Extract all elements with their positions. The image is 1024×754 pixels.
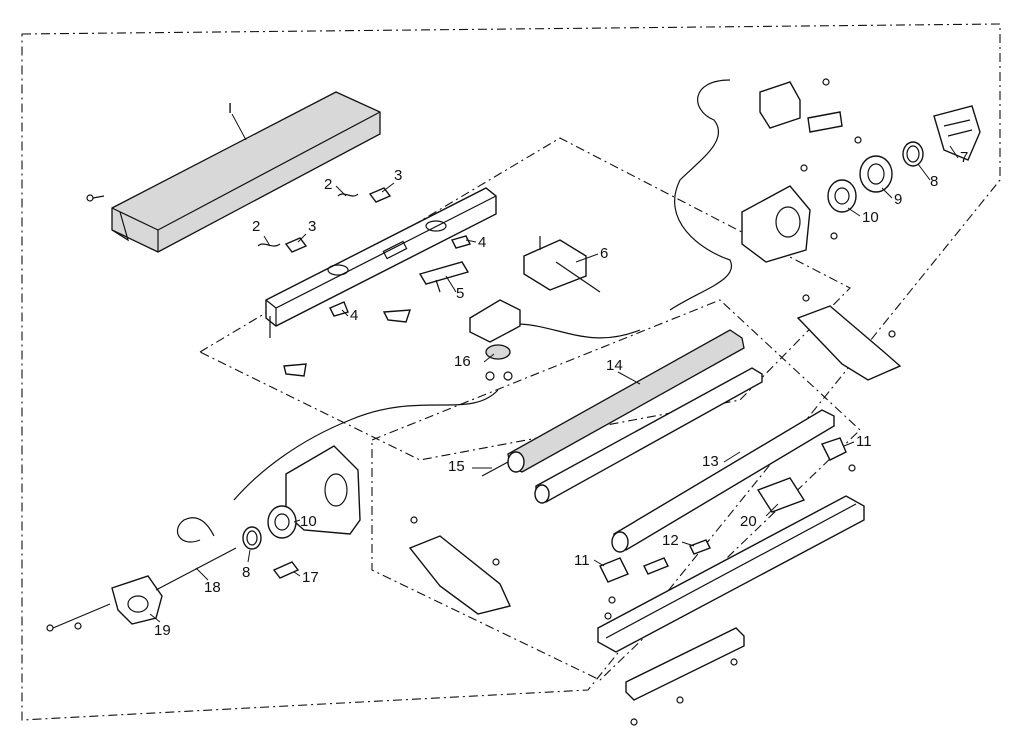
callout-11b: 11 [574, 552, 590, 569]
callout-4b: 4 [350, 307, 358, 324]
callout-14: 14 [606, 357, 623, 374]
side-plate-right [741, 164, 838, 263]
cable-lower-left [177, 517, 215, 543]
clip-part-11a [821, 437, 856, 472]
bracket-part-5 [418, 261, 470, 293]
callout-3a: 3 [394, 167, 402, 184]
callout-2a: 2 [324, 176, 332, 193]
bushing-part-10b [267, 505, 297, 539]
gear-part-7 [933, 105, 981, 161]
gear-housing-part-19 [111, 575, 163, 625]
callout-13: 13 [702, 453, 719, 470]
ring-part-8b [242, 526, 262, 550]
lower-wire [233, 389, 499, 501]
callout-1: I [228, 100, 232, 117]
roller-part-14 [481, 329, 745, 477]
callout-9: 9 [894, 191, 902, 208]
top-cover-part [111, 91, 381, 253]
clip-part-17 [272, 561, 300, 579]
callout-4a: 4 [478, 234, 486, 251]
clip-part-12 [643, 539, 711, 575]
base-bar-lower [625, 627, 745, 726]
callout-6: 6 [600, 245, 608, 262]
clip-part-3a [368, 187, 392, 203]
clip-part-11b [599, 557, 629, 620]
shaft-part-18 [155, 547, 237, 591]
roller-part-13 [611, 409, 835, 553]
screws-lower-left [46, 603, 111, 632]
label-part-20 [756, 477, 806, 513]
leader-1 [231, 113, 247, 141]
clip-part-2a [337, 193, 359, 197]
foot-under-rail [283, 309, 411, 377]
cable-upper-right [669, 79, 733, 311]
latch-part-4b [329, 301, 349, 317]
callout-18: 18 [204, 579, 221, 596]
clip-part-3b [284, 237, 308, 253]
bushing-part-10a [827, 179, 857, 213]
callout-20: 20 [740, 513, 757, 530]
callout-19: 19 [154, 622, 171, 639]
callout-3b: 3 [308, 218, 316, 235]
sensor-assembly-part-6 [523, 236, 601, 293]
callout-5: 5 [456, 285, 464, 302]
callout-10a: 10 [862, 209, 879, 226]
cover-screw [86, 194, 105, 202]
callout-10b: 10 [300, 513, 317, 530]
callout-15: 15 [448, 458, 465, 475]
bearing-part-9 [859, 155, 893, 193]
latch-part-4a [450, 235, 472, 249]
enclosure-outline [21, 23, 1001, 721]
clip-part-2b [257, 243, 281, 247]
callout-8a: 8 [930, 173, 938, 190]
lower-center-bracket [408, 516, 511, 615]
callout-11a: 11 [856, 433, 872, 450]
lower-tray-outline [371, 299, 861, 681]
main-frame-rail [265, 187, 497, 338]
callout-16: 16 [454, 353, 471, 370]
leader-lines [149, 145, 959, 623]
callout-12: 12 [662, 532, 679, 549]
frame-bar-lower-right [597, 495, 865, 653]
callout-17: 17 [302, 569, 319, 586]
switch-part-16 [469, 299, 521, 381]
bracket-upper-right [759, 78, 862, 144]
roller-middle [534, 367, 763, 504]
upper-tray-outline [198, 137, 851, 461]
callout-2b: 2 [252, 218, 260, 235]
ring-part-8a [902, 141, 924, 167]
switch-wire [519, 323, 641, 339]
callout-8b: 8 [242, 564, 250, 581]
callout-7: 7 [960, 149, 968, 166]
right-mount-bracket [796, 294, 902, 381]
